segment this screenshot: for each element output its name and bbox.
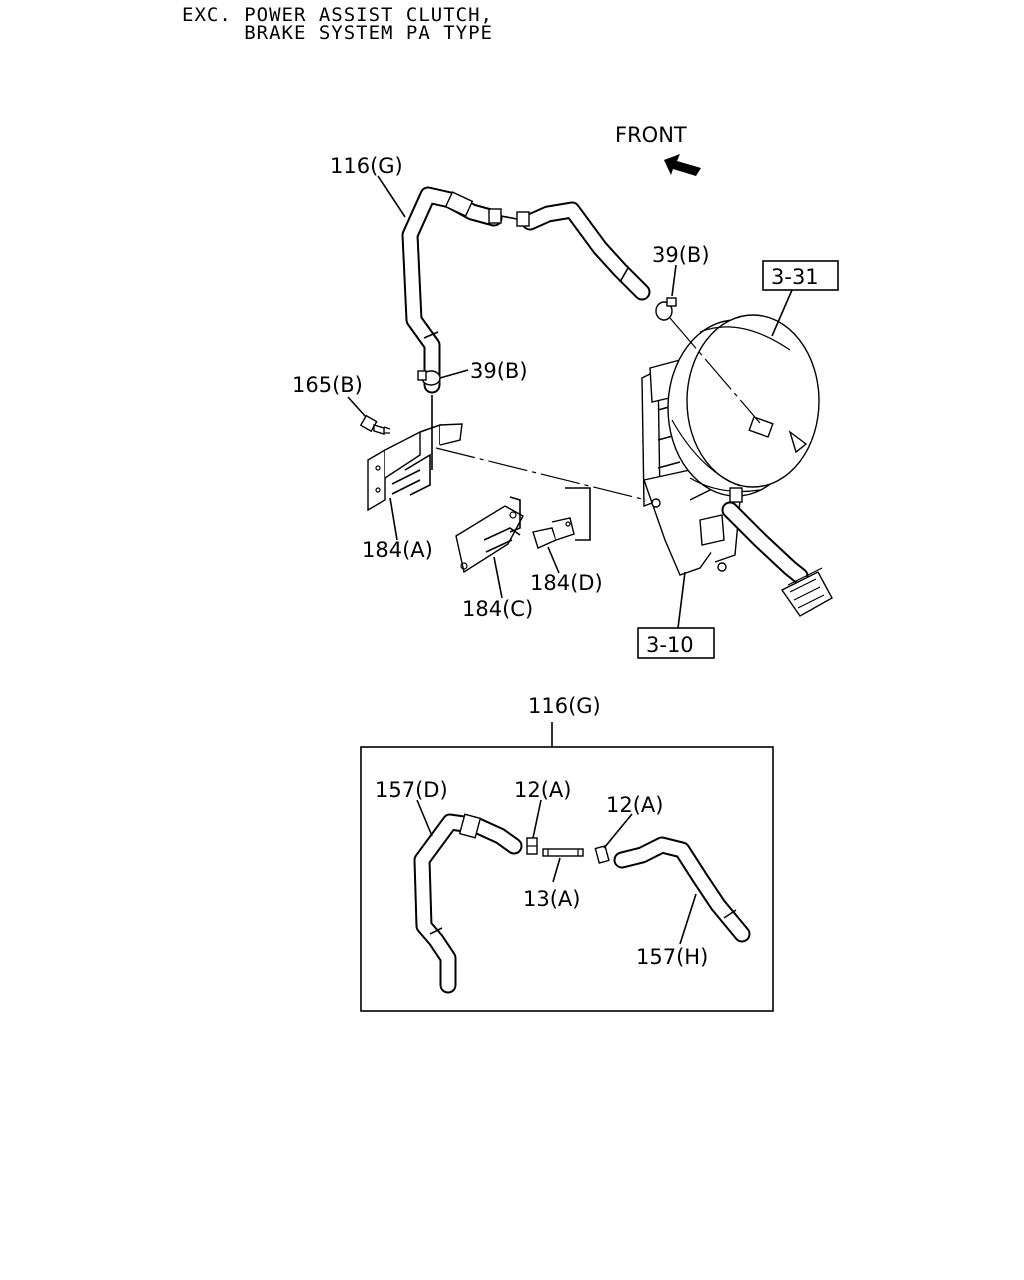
callout-12a-right: 12(A) xyxy=(606,793,663,817)
hose-157h xyxy=(613,836,751,943)
bracket-184a xyxy=(367,423,463,512)
bolt-165b xyxy=(359,414,391,435)
fitting-12a-left xyxy=(526,837,538,855)
detail-box xyxy=(360,746,774,1012)
bracket-d-locator-line xyxy=(565,487,591,541)
detail-title: 116(G) xyxy=(528,694,601,718)
callout-39b-left: 39(B) xyxy=(470,359,528,383)
callout-39b-right: 39(B) xyxy=(652,243,710,267)
callout-184a: 184(A) xyxy=(362,538,433,562)
header-line-2: BRAKE SYSTEM PA TYPE xyxy=(182,22,493,44)
hose-to-booster-line xyxy=(669,317,761,424)
callout-12a-left: 12(A) xyxy=(514,778,571,802)
callout-157h: 157(H) xyxy=(636,945,708,969)
bracket-to-pedal-line xyxy=(435,447,647,501)
front-arrow-icon xyxy=(664,154,701,176)
pipe-13a xyxy=(542,848,584,857)
callout-116g-top: 116(G) xyxy=(330,154,403,178)
ref-box-3-10 xyxy=(637,627,715,659)
brake-booster xyxy=(667,314,820,503)
clamp-39b-left xyxy=(417,370,441,386)
front-label: FRONT xyxy=(615,123,687,147)
vacuum-hose-116g xyxy=(401,186,651,394)
clamp-39b-right xyxy=(655,297,677,321)
ref-3-31: 3-31 xyxy=(771,265,819,289)
callout-165b: 165(B) xyxy=(292,373,363,397)
ref-box-3-31 xyxy=(762,260,839,291)
hose-157d xyxy=(413,813,523,994)
header-line-1: EXC. POWER ASSIST CLUTCH, xyxy=(182,4,493,26)
fitting-12a-right xyxy=(594,845,610,864)
callout-184c: 184(C) xyxy=(462,597,533,621)
callout-157d: 157(D) xyxy=(375,778,448,802)
callout-13a: 13(A) xyxy=(523,887,580,911)
pedal-bracket-assembly xyxy=(641,359,833,617)
bracket-184d xyxy=(532,517,575,549)
bracket-184c xyxy=(455,496,524,574)
callout-184d: 184(D) xyxy=(530,571,603,595)
ref-3-10: 3-10 xyxy=(646,633,694,657)
